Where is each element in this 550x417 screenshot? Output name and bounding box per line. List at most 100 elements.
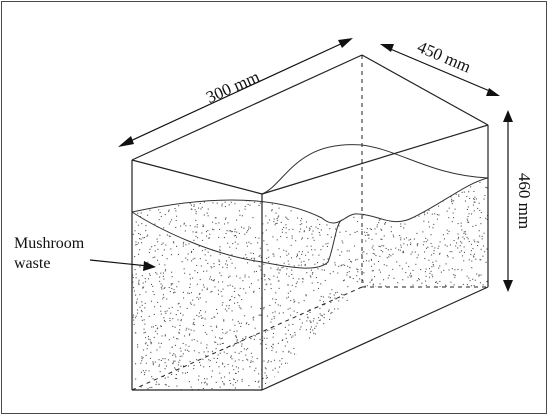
- particle: [338, 191, 340, 193]
- particle: [164, 335, 166, 337]
- particle: [439, 252, 441, 254]
- particle: [154, 203, 156, 205]
- particle: [306, 245, 308, 247]
- particle: [313, 289, 315, 291]
- particle: [141, 301, 143, 303]
- particle: [234, 267, 236, 269]
- particle: [286, 273, 288, 275]
- particle: [201, 206, 203, 208]
- particle: [180, 181, 182, 183]
- particle: [158, 202, 160, 204]
- particle: [417, 183, 419, 185]
- particle: [383, 330, 385, 332]
- particle: [280, 378, 282, 380]
- particle: [450, 183, 452, 185]
- particle: [279, 269, 281, 271]
- particle: [474, 196, 476, 198]
- particle: [140, 386, 142, 388]
- particle: [252, 361, 254, 363]
- particle: [466, 367, 468, 369]
- particle: [258, 237, 260, 239]
- particle: [377, 295, 379, 297]
- particle: [446, 381, 448, 383]
- particle: [177, 309, 179, 311]
- particle: [357, 269, 359, 271]
- particle: [456, 355, 458, 357]
- particle: [386, 186, 388, 188]
- particle: [374, 185, 376, 187]
- particle: [372, 245, 374, 247]
- particle: [164, 383, 166, 385]
- particle: [196, 314, 198, 316]
- particle: [203, 286, 205, 288]
- particle: [259, 338, 261, 340]
- particle: [475, 301, 477, 303]
- particle: [428, 381, 430, 383]
- particle: [253, 290, 255, 292]
- particle: [464, 200, 466, 202]
- particle: [404, 201, 406, 203]
- particle: [475, 258, 477, 260]
- particle: [264, 274, 266, 276]
- particle: [405, 237, 407, 239]
- particle: [328, 216, 330, 218]
- particle: [221, 337, 223, 339]
- particle: [154, 178, 156, 179]
- particle: [286, 373, 288, 375]
- particle: [312, 272, 314, 274]
- particle: [322, 263, 324, 265]
- particle: [410, 344, 412, 346]
- particle: [149, 357, 151, 359]
- particle: [426, 185, 428, 187]
- particle: [389, 336, 391, 338]
- particle: [265, 331, 267, 333]
- particle: [456, 388, 458, 390]
- particle: [475, 198, 477, 200]
- particle: [393, 236, 395, 238]
- particle: [171, 373, 173, 375]
- particle: [398, 249, 400, 251]
- particle: [363, 307, 365, 309]
- particle: [374, 191, 376, 193]
- particle: [218, 264, 220, 266]
- particle: [486, 342, 488, 344]
- particle: [275, 298, 277, 300]
- particle: [342, 242, 344, 244]
- particle: [287, 219, 289, 221]
- particle: [165, 244, 167, 246]
- particle: [162, 275, 164, 277]
- particle: [451, 293, 453, 295]
- particle: [435, 367, 437, 369]
- particle: [468, 259, 470, 261]
- particle: [268, 198, 270, 200]
- particle: [363, 251, 365, 253]
- particle: [433, 223, 435, 225]
- edge-bottom-front-right: [261, 286, 489, 391]
- particle: [173, 360, 175, 362]
- particle: [482, 299, 484, 301]
- particle: [349, 212, 351, 214]
- particle: [356, 328, 358, 330]
- particle: [284, 326, 286, 328]
- particle: [198, 352, 200, 354]
- particle: [423, 212, 425, 214]
- particle: [310, 326, 312, 328]
- particle: [339, 208, 341, 210]
- particle: [471, 387, 473, 389]
- particle: [466, 284, 468, 286]
- particle: [208, 359, 210, 361]
- particle: [422, 307, 424, 309]
- particle: [314, 327, 316, 329]
- particle: [171, 346, 173, 348]
- particle: [472, 380, 474, 382]
- particle: [234, 287, 236, 289]
- particle: [393, 193, 395, 195]
- particle: [464, 344, 466, 346]
- particle: [428, 311, 430, 313]
- particle: [433, 323, 435, 325]
- particle: [240, 226, 242, 228]
- particle: [405, 317, 407, 319]
- particle: [427, 365, 429, 367]
- particle: [319, 388, 321, 390]
- particle: [296, 253, 298, 255]
